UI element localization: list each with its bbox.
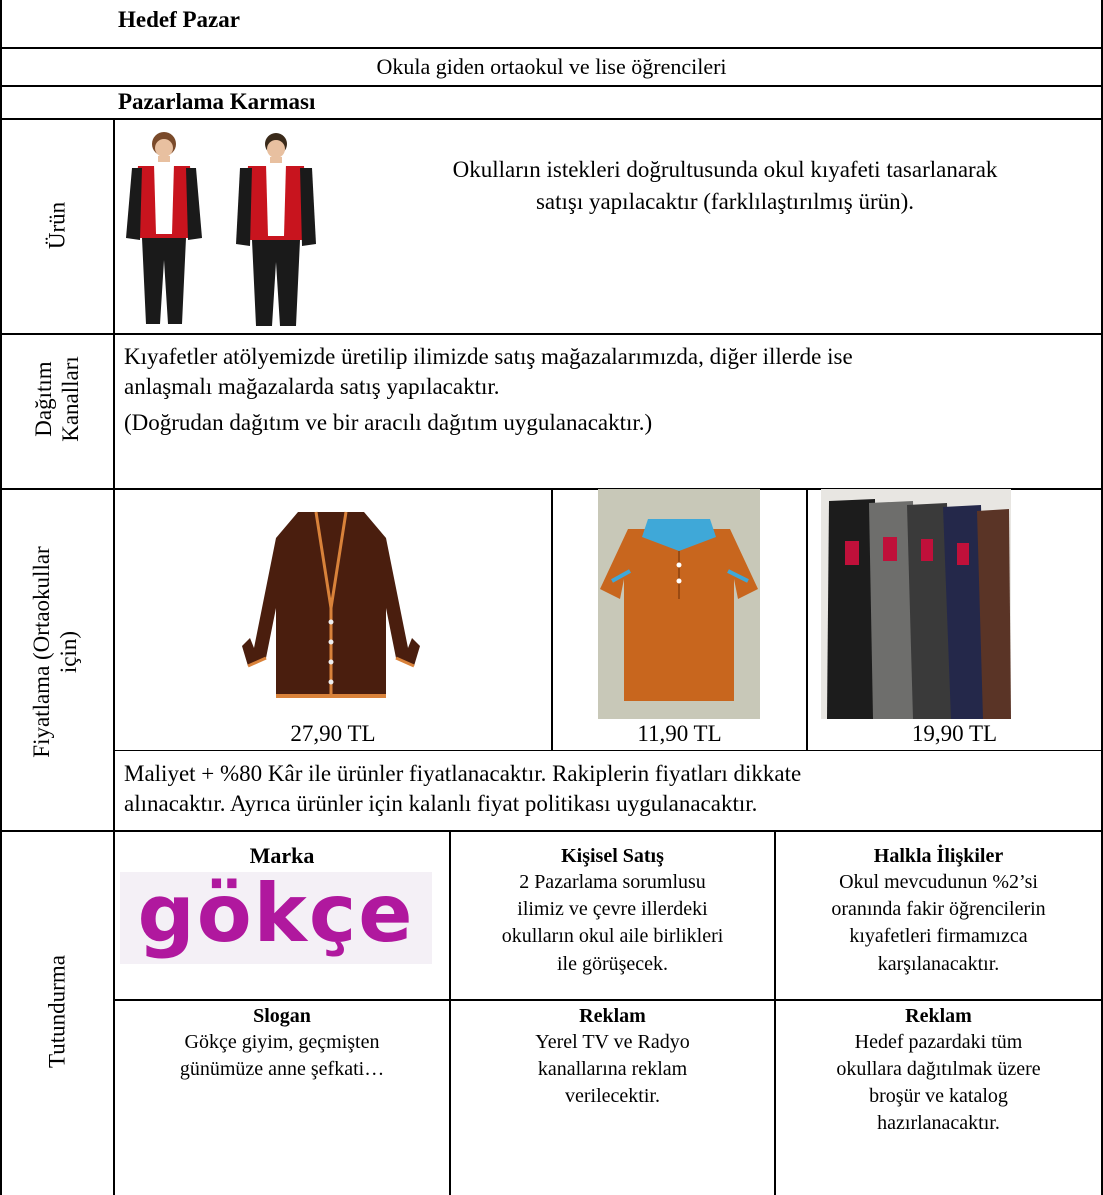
public-relations-line: oranında fakir öğrencilerin [831,898,1046,920]
advertising-line: hazırlanacaktır. [877,1112,1000,1134]
row-label-tutundurma: Tutundurma [44,955,70,1068]
row-label-dagitim-line1: Dağıtım [31,361,56,437]
product-description-line2: satışı yapılacaktır (farklılaştırılmış ü… [535,189,915,214]
advertising-line: verilecektir. [565,1085,660,1107]
advertising-title: Reklam [579,1005,646,1027]
personal-selling-line: 2 Pazarlama sorumlusu [519,871,706,893]
table-right-border [1101,0,1103,1195]
row-divider [113,750,1103,751]
advertising-line: broşür ve katalog [869,1085,1008,1107]
slogan-title: Slogan [253,1005,311,1027]
slogan-line: günümüze anne şefkati… [179,1058,385,1080]
advertising-title: Reklam [905,1005,972,1027]
label-column-border [113,118,115,1195]
personal-selling-line: ile görüşecek. [556,953,669,975]
polo-shirt-image [598,489,760,719]
slogan-line: Gökçe giyim, geçmişten [184,1031,380,1053]
uniform-image [126,132,316,326]
public-relations-title: Halkla İlişkiler [873,845,1004,867]
price-column-border [806,488,808,750]
row-divider [0,830,1103,832]
price-column-border [551,488,553,750]
row-label-fiyatlama-line2: için) [56,630,81,674]
personal-selling-line: okulların okul aile birlikleri [501,925,724,947]
row-divider [0,47,1103,49]
row-label-urun: Ürün [44,201,70,250]
distribution-line2: anlaşmalı mağazalarda satış yapılacaktır… [124,374,500,399]
product-description-line1: Okulların istekleri doğrultusunda okul k… [452,157,998,182]
advertising-line: okullara dağıtılmak üzere [836,1058,1041,1080]
row-label-dagitim-line2: Kanalları [58,356,83,442]
promo-column-border [449,830,451,1195]
price-trousers: 19,90 TL [911,721,998,746]
public-relations-line: Okul mevcudunun %2’si [839,871,1038,893]
public-relations-line: kıyafetleri firmamızca [849,925,1028,947]
cardigan-image [242,511,420,698]
pricing-note-line1: Maliyet + %80 Kâr ile ürünler fiyatlanac… [124,761,802,786]
row-label-dagitim: Dağıtım Kanalları [30,319,86,479]
personal-selling-line: ilimiz ve çevre illerdeki [517,898,708,920]
header-title: Hedef Pazar [118,7,240,32]
row-divider [0,118,1103,120]
promo-column-border [774,830,776,1195]
row-divider [0,333,1103,335]
pricing-note-line2: alınacaktır. Ayrıca ürünler için kalanlı… [124,791,758,816]
advertising-line: kanallarına reklam [537,1058,688,1080]
row-label-fiyatlama-line1: Fiyatlama (Ortaokullar [29,546,54,758]
public-relations-line: karşılanacaktır. [877,953,1000,975]
table-left-border [0,0,2,1195]
distribution-line3: (Doğrudan dağıtım ve bir aracılı dağıtım… [124,410,653,435]
price-polo: 11,90 TL [637,721,722,746]
row-label-fiyatlama: Fiyatlama (Ortaokullar için) [28,472,84,832]
row-divider [0,85,1103,87]
row-divider [113,999,1103,1001]
target-market-text: Okula giden ortaokul ve lise öğrencileri [376,54,727,79]
brand-logo: gökçe [120,872,432,964]
trousers-image [821,489,1011,719]
marketing-mix-title: Pazarlama Karması [118,89,316,114]
brand-title: Marka [249,843,315,868]
advertising-line: Yerel TV ve Radyo [535,1031,690,1053]
brand-logo-text: gökçe [137,872,415,960]
advertising-line: Hedef pazardaki tüm [854,1031,1023,1053]
distribution-line1: Kıyafetler atölyemizde üretilip ilimizde… [124,344,853,369]
personal-selling-title: Kişisel Satış [561,845,664,867]
price-cardigan: 27,90 TL [290,721,376,746]
